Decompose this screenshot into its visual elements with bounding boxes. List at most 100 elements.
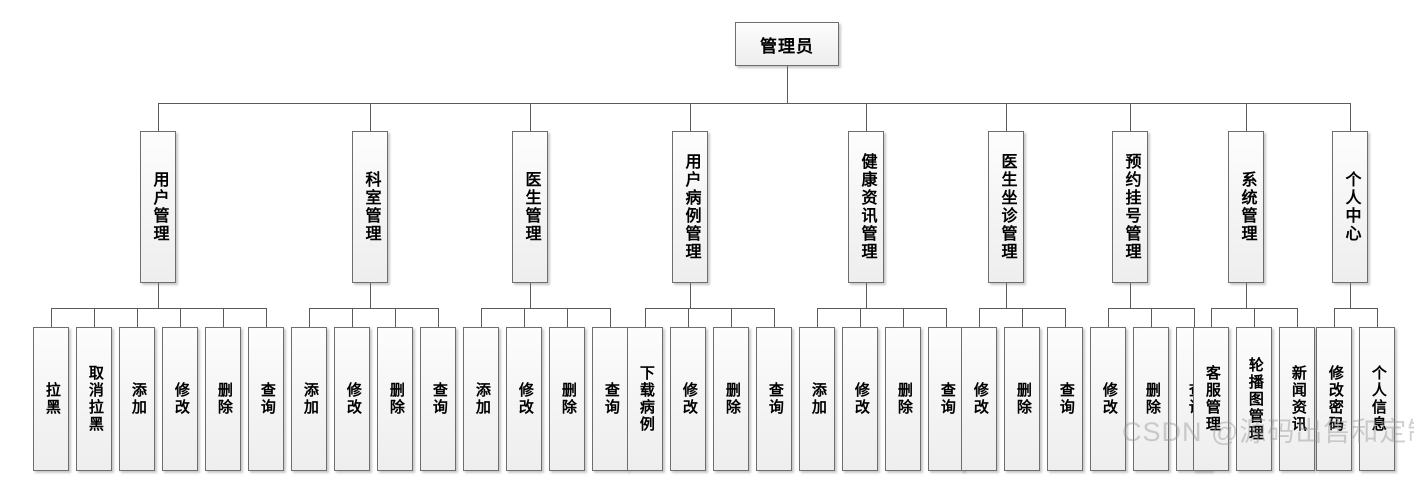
- connector-branch-drop: [530, 283, 531, 308]
- connector-main-bus: [158, 103, 1350, 104]
- node-label: 预约挂号管理: [1122, 153, 1140, 261]
- node-leaf-5-1[interactable]: 添加: [799, 327, 835, 471]
- node-leaf-7-1[interactable]: 修改: [1090, 327, 1126, 471]
- node-leaf-9-1[interactable]: 修改密码: [1316, 327, 1352, 471]
- connector-branch-stem: [1006, 103, 1007, 131]
- node-label: 医生坐诊管理: [998, 153, 1016, 261]
- connector-leaf-stem: [51, 308, 52, 327]
- node-leaf-4-4[interactable]: 查询: [756, 327, 792, 471]
- connector-sub-bus: [1334, 308, 1377, 309]
- node-label: 删除: [1014, 382, 1031, 416]
- node-label: 修改: [971, 382, 988, 416]
- node-label: 个人中心: [1342, 171, 1360, 243]
- node-label: 添加: [809, 382, 826, 416]
- connector-leaf-stem: [524, 308, 525, 327]
- node-root-admin[interactable]: 管理员: [735, 22, 839, 66]
- connector-leaf-stem: [817, 308, 818, 327]
- node-leaf-6-2[interactable]: 删除: [1004, 327, 1040, 471]
- connector-leaf-stem: [1151, 308, 1152, 327]
- node-branch-4[interactable]: 用户病例管理: [672, 131, 708, 283]
- connector-leaf-stem: [1254, 308, 1255, 327]
- connector-branch-drop: [1006, 283, 1007, 308]
- node-leaf-3-4[interactable]: 查询: [592, 327, 628, 471]
- node-label: 删除: [1143, 382, 1160, 416]
- node-leaf-8-2[interactable]: 轮播图管理: [1236, 327, 1272, 471]
- node-label: 医生管理: [522, 171, 540, 243]
- node-branch-9[interactable]: 个人中心: [1332, 131, 1368, 283]
- connector-leaf-stem: [266, 308, 267, 327]
- connector-branch-stem: [370, 103, 371, 131]
- connector-leaf-stem: [395, 308, 396, 327]
- node-leaf-9-2[interactable]: 个人信息: [1359, 327, 1395, 471]
- connector-leaf-stem: [1194, 308, 1195, 327]
- connector-sub-bus: [481, 308, 610, 309]
- connector-branch-stem: [158, 103, 159, 131]
- node-leaf-4-3[interactable]: 删除: [713, 327, 749, 471]
- node-leaf-8-1[interactable]: 客服管理: [1193, 327, 1229, 471]
- node-label: 取消拉黑: [86, 365, 103, 433]
- node-leaf-2-1[interactable]: 添加: [291, 327, 327, 471]
- connector-leaf-stem: [352, 308, 353, 327]
- node-label: 添加: [473, 382, 490, 416]
- node-label: 修改: [172, 382, 189, 416]
- node-branch-8[interactable]: 系统管理: [1228, 131, 1264, 283]
- node-leaf-5-3[interactable]: 删除: [885, 327, 921, 471]
- node-label: 健康资讯管理: [858, 153, 876, 261]
- connector-branch-drop: [370, 283, 371, 308]
- node-leaf-8-3[interactable]: 新闻资讯: [1279, 327, 1315, 471]
- node-branch-2[interactable]: 科室管理: [352, 131, 388, 283]
- node-leaf-3-1[interactable]: 添加: [463, 327, 499, 471]
- connector-leaf-stem: [438, 308, 439, 327]
- node-leaf-5-4[interactable]: 查询: [928, 327, 964, 471]
- connector-leaf-stem: [137, 308, 138, 327]
- connector-leaf-stem: [903, 308, 904, 327]
- node-label: 添加: [301, 382, 318, 416]
- node-leaf-4-1[interactable]: 下载病例: [627, 327, 663, 471]
- node-leaf-2-4[interactable]: 查询: [420, 327, 456, 471]
- connector-leaf-stem: [567, 308, 568, 327]
- node-leaf-4-2[interactable]: 修改: [670, 327, 706, 471]
- node-branch-5[interactable]: 健康资讯管理: [848, 131, 884, 283]
- node-leaf-1-4[interactable]: 修改: [162, 327, 198, 471]
- connector-leaf-stem: [309, 308, 310, 327]
- connector-leaf-stem: [1334, 308, 1335, 327]
- node-label: 拉黑: [43, 382, 60, 416]
- node-leaf-6-1[interactable]: 修改: [961, 327, 997, 471]
- connector-leaf-stem: [731, 308, 732, 327]
- node-branch-6[interactable]: 医生坐诊管理: [988, 131, 1024, 283]
- node-label: 添加: [129, 382, 146, 416]
- node-label: 科室管理: [362, 171, 380, 243]
- node-label: 删除: [215, 382, 232, 416]
- connector-branch-stem: [690, 103, 691, 131]
- node-label: 客服管理: [1203, 365, 1220, 433]
- node-leaf-3-2[interactable]: 修改: [506, 327, 542, 471]
- connector-leaf-stem: [1211, 308, 1212, 327]
- connector-branch-drop: [1350, 283, 1351, 308]
- connector-leaf-stem: [946, 308, 947, 327]
- node-label: 用户病例管理: [682, 153, 700, 261]
- connector-leaf-stem: [860, 308, 861, 327]
- node-label: 新闻资讯: [1289, 365, 1306, 433]
- node-label: 删除: [895, 382, 912, 416]
- node-branch-1[interactable]: 用户管理: [140, 131, 176, 283]
- node-leaf-1-3[interactable]: 添加: [119, 327, 155, 471]
- node-label: 查询: [602, 382, 619, 416]
- node-leaf-1-1[interactable]: 拉黑: [33, 327, 69, 471]
- node-leaf-1-6[interactable]: 查询: [248, 327, 284, 471]
- connector-leaf-stem: [223, 308, 224, 327]
- node-label: 修改: [680, 382, 697, 416]
- node-leaf-2-3[interactable]: 删除: [377, 327, 413, 471]
- connector-branch-drop: [1246, 283, 1247, 308]
- connector-branch-stem: [1246, 103, 1247, 131]
- node-leaf-3-3[interactable]: 删除: [549, 327, 585, 471]
- node-leaf-2-2[interactable]: 修改: [334, 327, 370, 471]
- node-leaf-5-2[interactable]: 修改: [842, 327, 878, 471]
- node-leaf-6-3[interactable]: 查询: [1047, 327, 1083, 471]
- node-label: 查询: [430, 382, 447, 416]
- node-leaf-7-2[interactable]: 删除: [1133, 327, 1169, 471]
- node-branch-7[interactable]: 预约挂号管理: [1112, 131, 1148, 283]
- node-branch-3[interactable]: 医生管理: [512, 131, 548, 283]
- node-leaf-1-5[interactable]: 删除: [205, 327, 241, 471]
- node-leaf-1-2[interactable]: 取消拉黑: [76, 327, 112, 471]
